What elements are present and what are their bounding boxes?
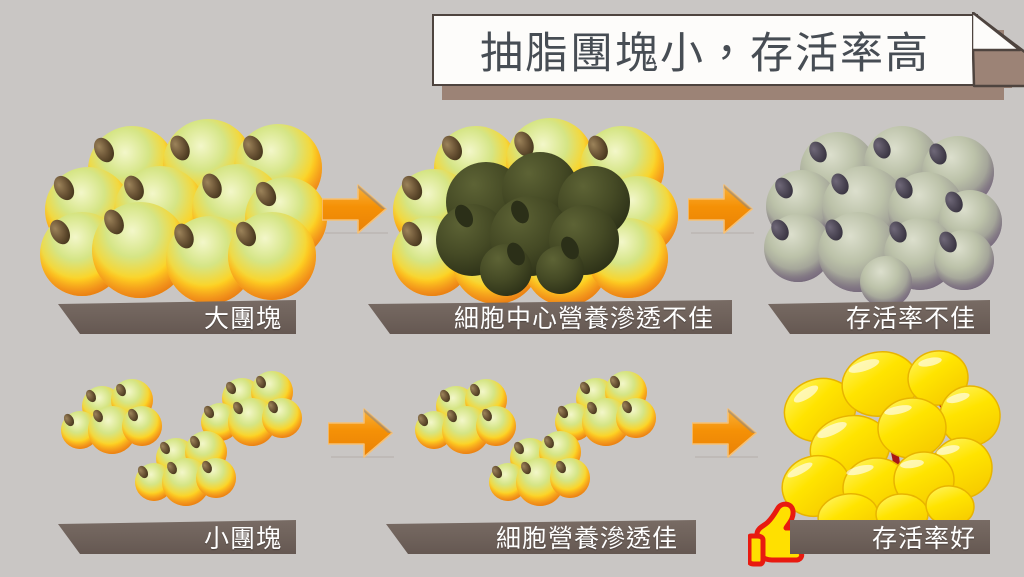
right-arrow-icon <box>328 408 394 458</box>
label-good-nutrient-penetration-text: 細胞營養滲透佳 <box>495 524 678 553</box>
label-good-nutrient-penetration: 細胞營養滲透佳 <box>386 520 696 554</box>
large-fat-cell-cluster <box>40 119 327 304</box>
label-large-clump: 大團塊 <box>58 300 296 334</box>
right-arrow-icon <box>692 408 758 458</box>
label-poor-nutrient-penetration: 細胞中心營養滲透不佳 <box>368 300 732 334</box>
label-poor-survival-text: 存活率不佳 <box>845 304 976 333</box>
label-small-clump: 小團塊 <box>58 520 296 554</box>
dead-cell-cluster <box>764 126 1002 308</box>
label-good-survival: 存活率好 <box>790 520 990 554</box>
small-fat-cell-clusters-nourished <box>412 368 662 508</box>
small-fat-cell-clusters <box>58 368 308 508</box>
label-poor-nutrient-penetration-text: 細胞中心營養滲透不佳 <box>453 304 714 333</box>
page-title: 抽脂團塊小，存活率高 <box>480 29 930 79</box>
label-poor-survival: 存活率不佳 <box>768 300 990 334</box>
right-arrow-icon <box>322 184 388 234</box>
label-large-clump-text: 大團塊 <box>203 304 282 333</box>
title-banner: 抽脂團塊小，存活率高 <box>432 12 1024 100</box>
label-good-survival-text: 存活率好 <box>871 524 976 553</box>
folded-corner-icon <box>972 12 1024 88</box>
necrotic-core-region <box>436 152 630 296</box>
label-small-clump-text: 小團塊 <box>203 524 282 553</box>
right-arrow-icon <box>688 184 754 234</box>
necrotic-core-cluster <box>392 118 678 306</box>
title-banner-plate <box>432 14 978 86</box>
